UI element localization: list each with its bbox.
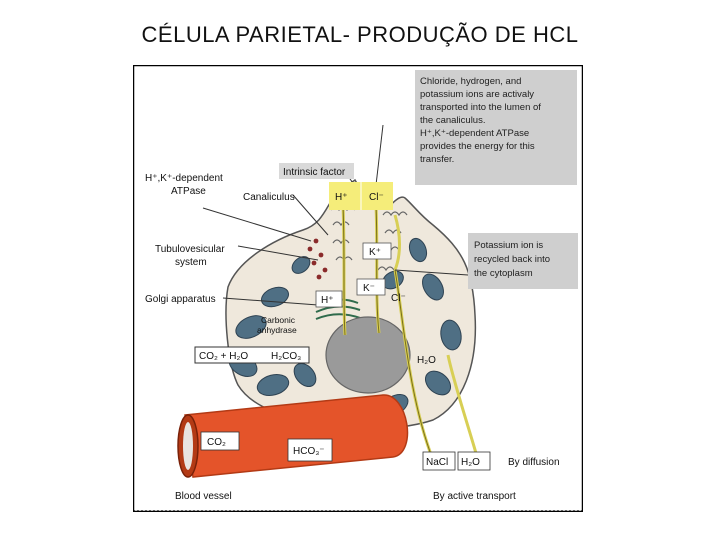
nucleus (325, 316, 411, 394)
blood-vessel-label: Blood vessel (175, 491, 232, 502)
note-potassium-line: recycled back into (474, 254, 550, 265)
cl-minus-top: Cl⁻ (369, 192, 384, 203)
slide-title: CÉLULA PARIETAL- PRODUÇÃO DE HCL (141, 22, 579, 47)
intrinsic-factor-label: Intrinsic factor (283, 167, 346, 178)
tubulovesicular-dots (307, 238, 328, 280)
tubulovesicular-label-1: Tubulovesicular (155, 244, 225, 255)
by-active-transport-label: By active transport (433, 491, 516, 502)
reaction-reactants: CO₂ + H₂O (199, 351, 248, 362)
nacl-box (422, 451, 456, 471)
hco3-box (287, 438, 333, 462)
h-plus-mid-box (315, 290, 343, 308)
by-diffusion-label: By diffusion (508, 457, 560, 468)
h2o-diffusion-arrow (446, 354, 480, 461)
parietal-cell-figure: H⁺,K⁺-dependent ATPase Canaliculus Intri… (133, 65, 583, 512)
h-plus-top: H⁺ (335, 192, 348, 203)
co2-vessel: CO₂ (207, 437, 226, 448)
k-plus: K⁺ (369, 247, 381, 258)
tubulovesicular-label-2: system (175, 257, 207, 268)
h-plus-mid: H⁺ (321, 295, 334, 306)
h2o-box-label: H₂O (461, 457, 480, 468)
k-minus-box (356, 278, 386, 296)
cl-minus-mid: Cl⁻ (391, 293, 406, 304)
note-transport-text: Chloride, hydrogen, and potassium ions a… (420, 76, 541, 165)
blood-vessel (177, 394, 409, 478)
nacl-label: NaCl (426, 457, 448, 468)
atpase-label-1: H⁺,K⁺-dependent (145, 173, 223, 184)
atpase-label-2: ATPase (171, 186, 206, 197)
carbonic-label-2: anhydrase (257, 325, 297, 335)
note-transport-line: the canaliculus. (420, 115, 485, 126)
reaction-box (194, 346, 310, 364)
note-transport-line: provides the energy for this (420, 141, 535, 152)
note-potassium-line: Potassium ion is (474, 240, 543, 251)
k-minus: K⁻ (363, 283, 375, 294)
note-box-potassium (468, 233, 578, 289)
note-transport-line: Chloride, hydrogen, and (420, 76, 521, 87)
canaliculus-label: Canaliculus (243, 192, 295, 203)
hco3-vessel: HCO₃⁻ (293, 446, 325, 457)
note-transport-line: H⁺,K⁺-dependent ATPase (420, 128, 529, 139)
golgi-label: Golgi apparatus (145, 294, 216, 305)
h2o-box (457, 451, 491, 471)
carbonic-label-1: Carbonic (261, 315, 296, 325)
parietal-cell-diagram: H⁺,K⁺-dependent ATPase Canaliculus Intri… (133, 65, 583, 512)
note-potassium-line: the cytoplasm (474, 268, 533, 279)
intrinsic-factor-box (279, 163, 354, 179)
note-transport-line: transfer. (420, 154, 454, 165)
note-transport-line: potassium ions are activaly (420, 89, 534, 100)
reaction-product: H₂CO₃ (271, 351, 301, 362)
note-box-transport (415, 70, 577, 185)
note-potassium-text: Potassium ion is recycled back into the … (474, 240, 550, 279)
h2o-cell: H₂O (417, 355, 436, 366)
co2-box (200, 431, 240, 451)
k-plus-box (362, 242, 392, 260)
note-transport-line: transported into the lumen of (420, 102, 541, 113)
